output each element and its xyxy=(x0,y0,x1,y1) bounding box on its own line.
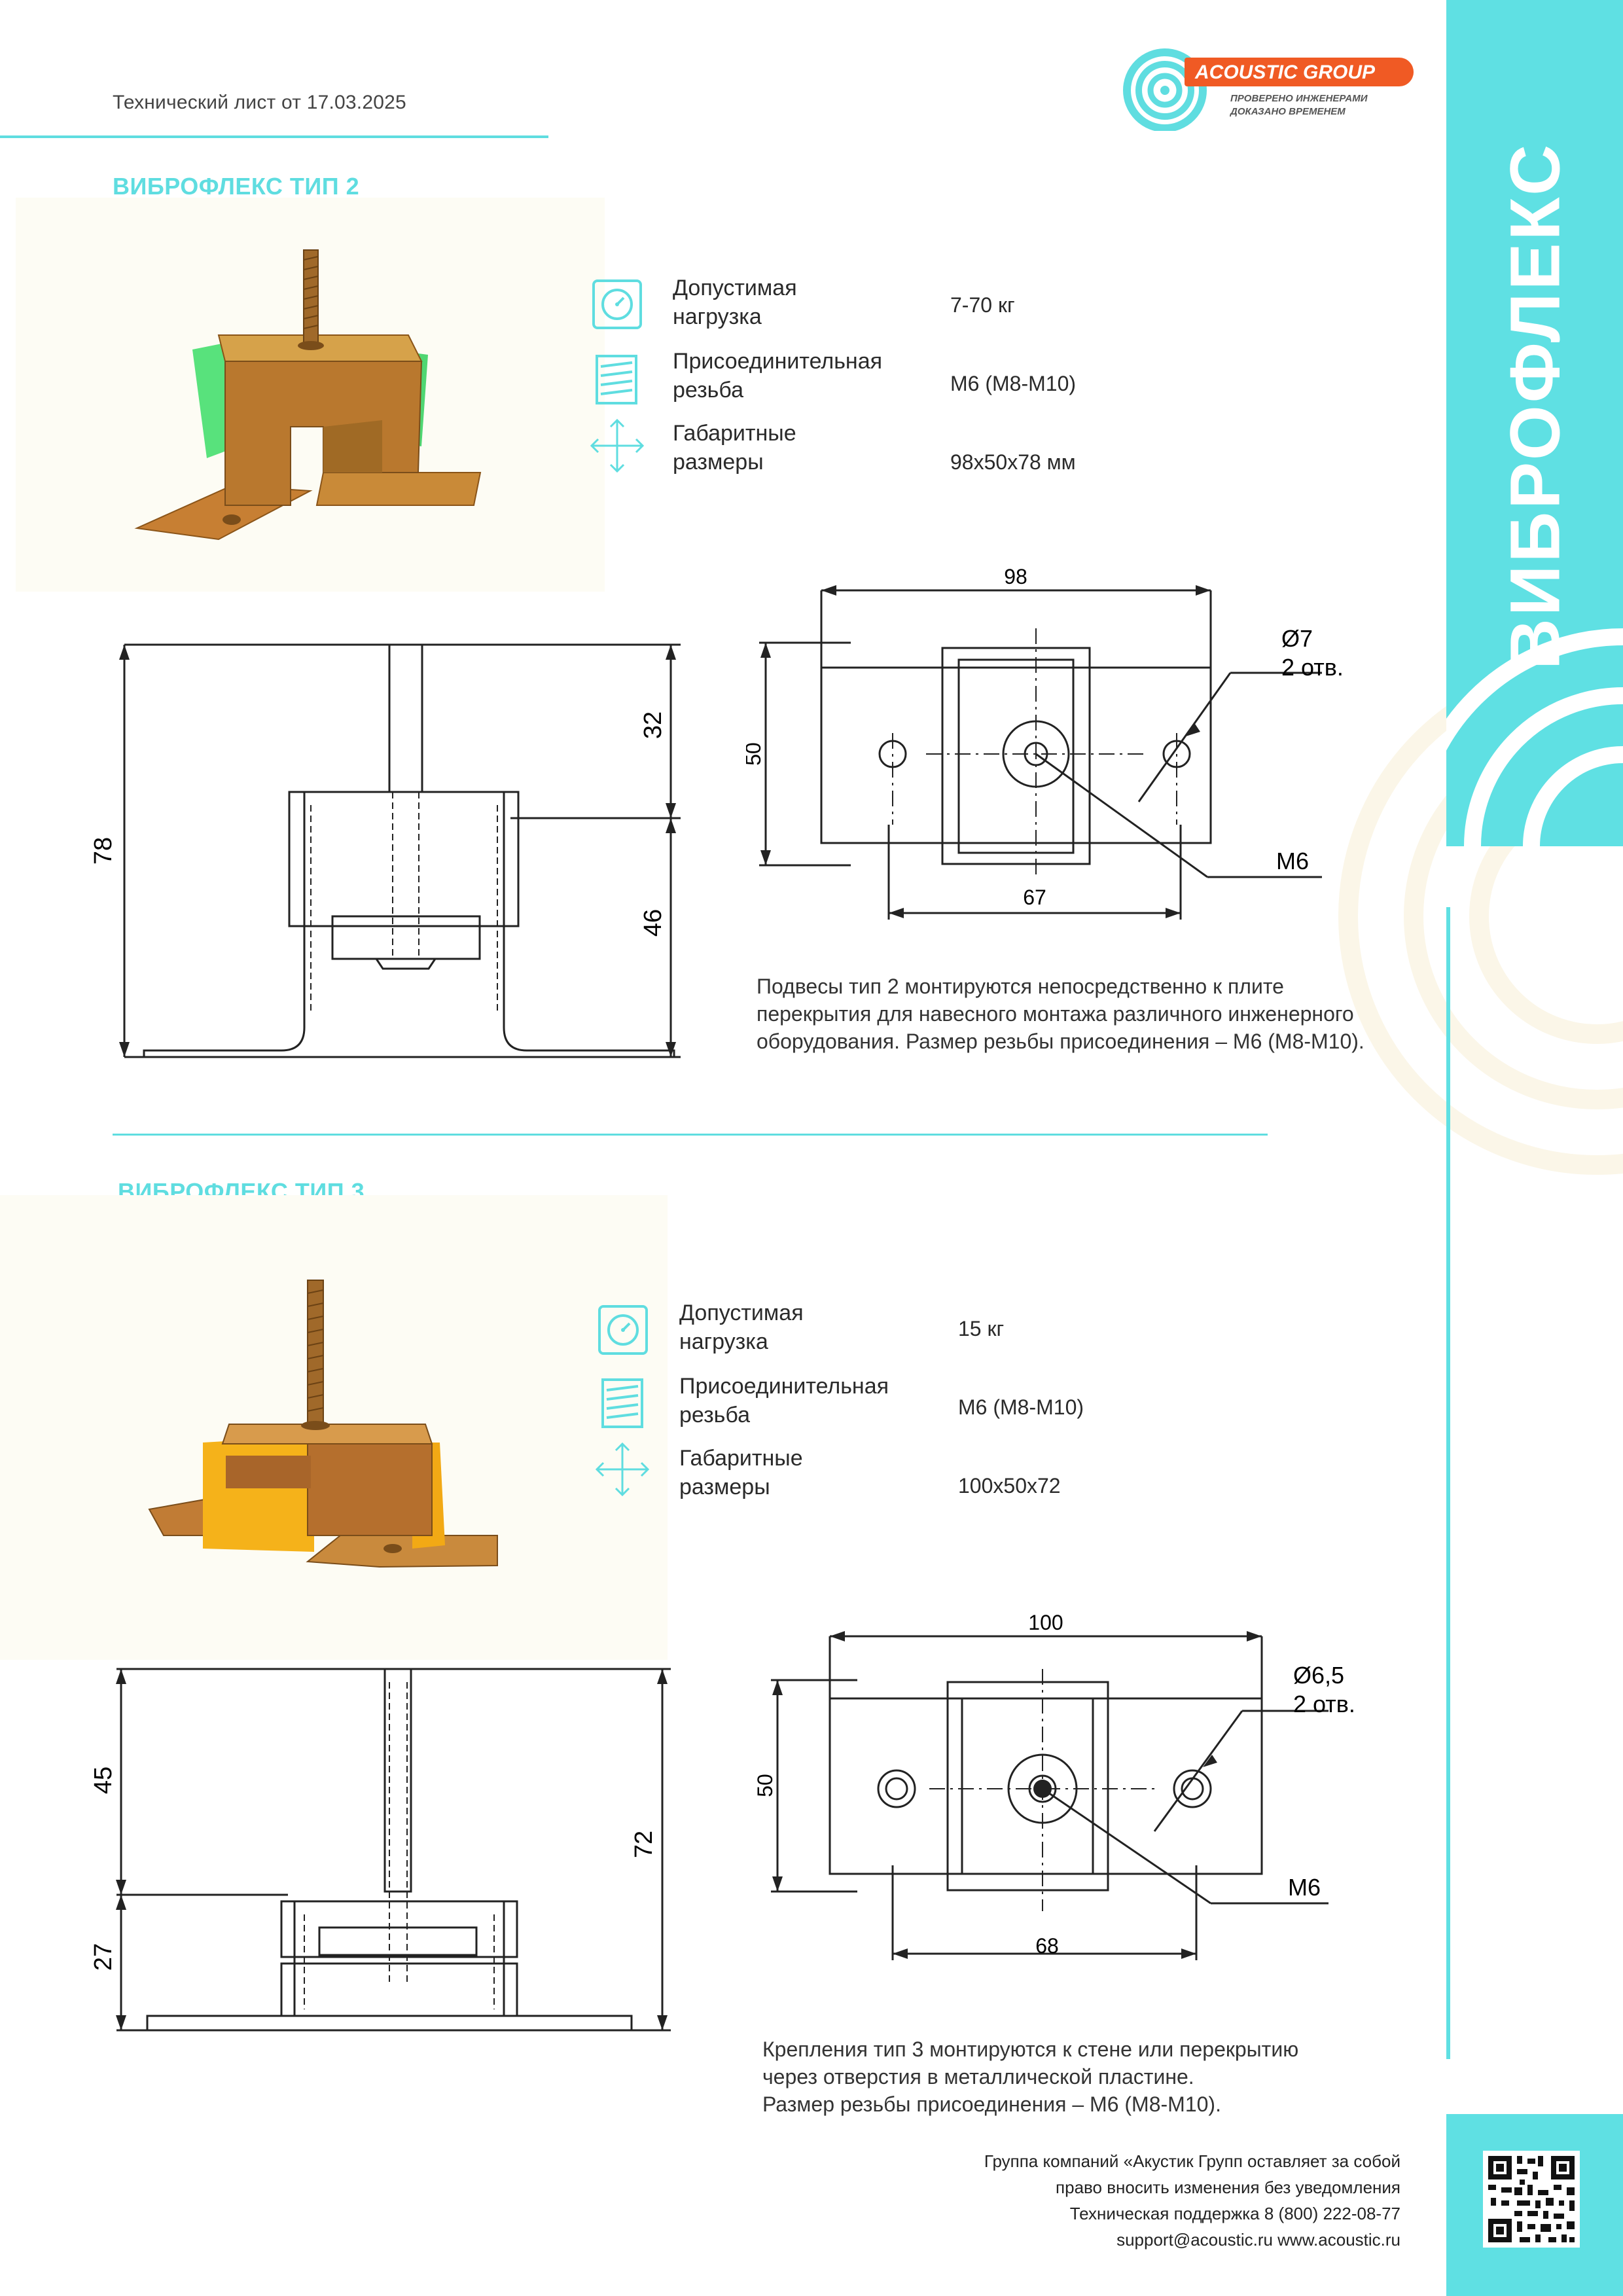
type2-side-drawing: 78 32 46 xyxy=(90,643,681,1058)
footer-info: Группа компаний «Акустик Групп оставляет… xyxy=(984,2148,1400,2253)
gauge-icon xyxy=(592,279,642,329)
type2-dim-width: 98 xyxy=(1004,565,1027,588)
type2-product-illustration xyxy=(134,249,482,541)
type2-description: Подвесы тип 2 монтируются непосредственн… xyxy=(757,975,1364,1053)
footer-line-1: Группа компаний «Акустик Групп оставляет… xyxy=(984,2151,1400,2171)
type3-spec-value-thread: М6 (М8-М10) xyxy=(958,1395,1084,1419)
type2-spec-value-load: 7-70 кг xyxy=(950,293,1015,317)
type2-photo xyxy=(16,198,605,592)
logo-tagline-1: ПРОВЕРЕНО ИНЖЕНЕРАМИ xyxy=(1230,93,1368,104)
side-band xyxy=(1446,0,1623,846)
thread-icon xyxy=(596,355,637,404)
type2-dim-total: 78 xyxy=(90,837,117,865)
type3-side-drawing: 45 27 72 xyxy=(90,1668,671,2032)
type3-dim-width: 100 xyxy=(1028,1611,1063,1634)
footer-line-3: Техническая поддержка 8 (800) 222-08-77 xyxy=(1069,2204,1400,2223)
header-rule xyxy=(0,135,548,138)
type3-dim-top: 45 xyxy=(90,1767,117,1794)
logo-name: ACOUSTIC GROUP xyxy=(1195,62,1376,83)
type2-thread-label: М6 xyxy=(1276,848,1309,874)
qr-code-icon xyxy=(1488,2156,1575,2242)
type2-spec-label-thread: Присоединительная резьба xyxy=(673,349,883,403)
type2-spec-label-load: Допустимая нагрузка xyxy=(673,276,797,329)
company-logo: ACOUSTIC GROUP ПРОВЕРЕНО ИНЖЕНЕРАМИ ДОКА… xyxy=(1119,46,1420,131)
gauge-icon xyxy=(598,1305,648,1355)
type2-title: ВИБРОФЛЕКС ТИП 2 xyxy=(113,173,360,200)
sheet-date: Технический лист от 17.03.2025 xyxy=(113,92,406,113)
type3-spec-label-thread: Присоединительная резьба xyxy=(679,1374,889,1427)
type2-dim-height: 50 xyxy=(746,742,765,766)
side-accent-line xyxy=(1446,907,1450,2059)
type3-thread-label: М6 xyxy=(1288,1874,1321,1901)
type2-spec-value-thread: М6 (М8-М10) xyxy=(950,372,1077,395)
footer-line-2: право вносить изменения без уведомления xyxy=(1056,2178,1400,2197)
type2-dim-bottom: 46 xyxy=(639,909,667,937)
logo-tagline-2: ДОКАЗАНО ВРЕМЕНЕМ xyxy=(1230,106,1346,117)
type2-spec-value-size: 98х50х78 мм xyxy=(950,450,1076,474)
type3-dim-holes: 68 xyxy=(1035,1934,1059,1958)
type3-hole-count: 2 отв. xyxy=(1293,1691,1355,1717)
move-arrows-icon xyxy=(590,418,645,473)
type3-product-illustration xyxy=(148,1280,498,1568)
type3-spec-value-load: 15 кг xyxy=(958,1317,1005,1340)
type3-description: Крепления тип 3 монтируются к стене или … xyxy=(762,2037,1299,2116)
qr-code[interactable] xyxy=(1483,2151,1580,2248)
type3-spec-value-size: 100х50х72 xyxy=(958,1474,1061,1498)
type3-hole-diameter: Ø6,5 xyxy=(1293,1662,1344,1689)
thread-icon xyxy=(601,1378,643,1428)
move-arrows-icon xyxy=(595,1442,650,1497)
side-title: ВИБРОФЛЕКС xyxy=(1495,141,1575,670)
type3-dim-total: 72 xyxy=(630,1831,658,1858)
type3-top-drawing: 100 50 68 Ø6,5 2 отв. М6 xyxy=(753,1611,1355,1960)
type3-photo xyxy=(0,1195,668,1660)
type2-top-drawing: 98 50 67 Ø7 2 отв. М6 xyxy=(746,565,1344,920)
type2-dim-top: 32 xyxy=(639,711,667,739)
type3-dim-bottom: 27 xyxy=(90,1943,117,1971)
footer-line-4[interactable]: support@acoustic.ru www.acoustic.ru xyxy=(1116,2230,1400,2250)
type2-hole-count: 2 отв. xyxy=(1281,654,1344,681)
type3-spec-label-size: Габаритные размеры xyxy=(679,1446,803,1499)
type3-spec-label-load: Допустимая нагрузка xyxy=(679,1300,804,1354)
logo-rings-icon xyxy=(1123,48,1207,131)
type3-dim-height: 50 xyxy=(753,1774,777,1797)
type2-hole-diameter: Ø7 xyxy=(1281,625,1313,652)
section-divider xyxy=(113,1134,1268,1136)
type2-spec-label-size: Габаритные размеры xyxy=(673,421,796,475)
type2-dim-holes: 67 xyxy=(1023,886,1046,909)
